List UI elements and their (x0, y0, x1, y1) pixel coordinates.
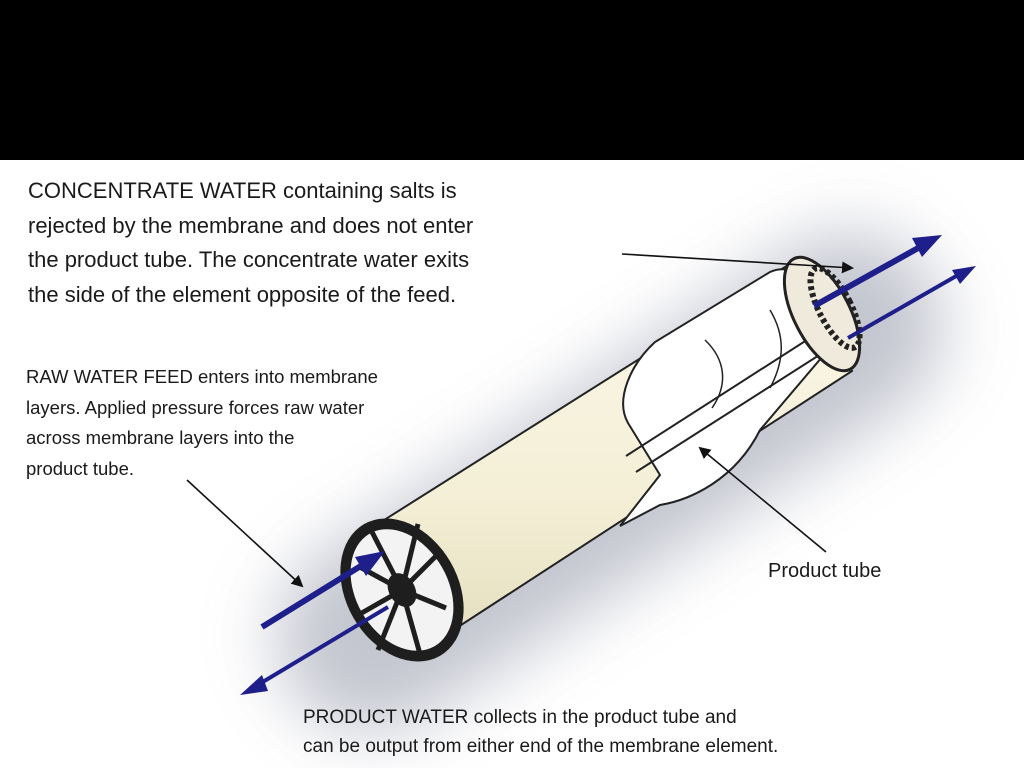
raw-water-feed-caption: RAW WATER FEED enters into membrane laye… (26, 362, 378, 484)
caption-line: layers. Applied pressure forces raw wate… (26, 396, 365, 418)
slide-title-band (0, 0, 1024, 160)
membrane-element-illustration (186, 231, 976, 733)
caption-line: across membrane layers into the (26, 427, 295, 448)
feed-end-cap (340, 518, 464, 662)
product-water-caption: PRODUCT WATER collects in the product tu… (303, 703, 778, 761)
caption-line: the side of the element opposite of the … (28, 281, 457, 307)
raw-feed-leader-arrow (186, 479, 304, 588)
caption-line: the product tube. The concentrate water … (28, 247, 470, 272)
concentrate-leader-arrow (621, 253, 854, 274)
caption-line: PRODUCT WATER collects in the product tu… (303, 707, 737, 728)
caption-line: rejected by the membrane and does not en… (28, 212, 474, 238)
concentrate-water-caption: CONCENTRATE WATER containing salts is re… (28, 174, 473, 312)
concentrate-out-arrow (812, 235, 942, 309)
caption-line: RAW WATER FEED enters into membrane (26, 366, 378, 387)
product-out-arrow-far (847, 266, 976, 340)
product-tube-leader-arrow (698, 446, 827, 553)
product-out-arrow-near (240, 605, 390, 695)
raw-feed-arrow (260, 551, 385, 630)
caption-line: can be output from either end of the mem… (303, 736, 779, 757)
caption-line: CONCENTRATE WATER containing salts is (28, 178, 457, 203)
membrane-cylinder (360, 255, 863, 655)
membrane-diagram-figure: CONCENTRATE WATER containing salts is re… (0, 160, 1024, 768)
product-tube-label: Product tube (768, 560, 882, 582)
caption-line: product tube. (26, 457, 134, 479)
